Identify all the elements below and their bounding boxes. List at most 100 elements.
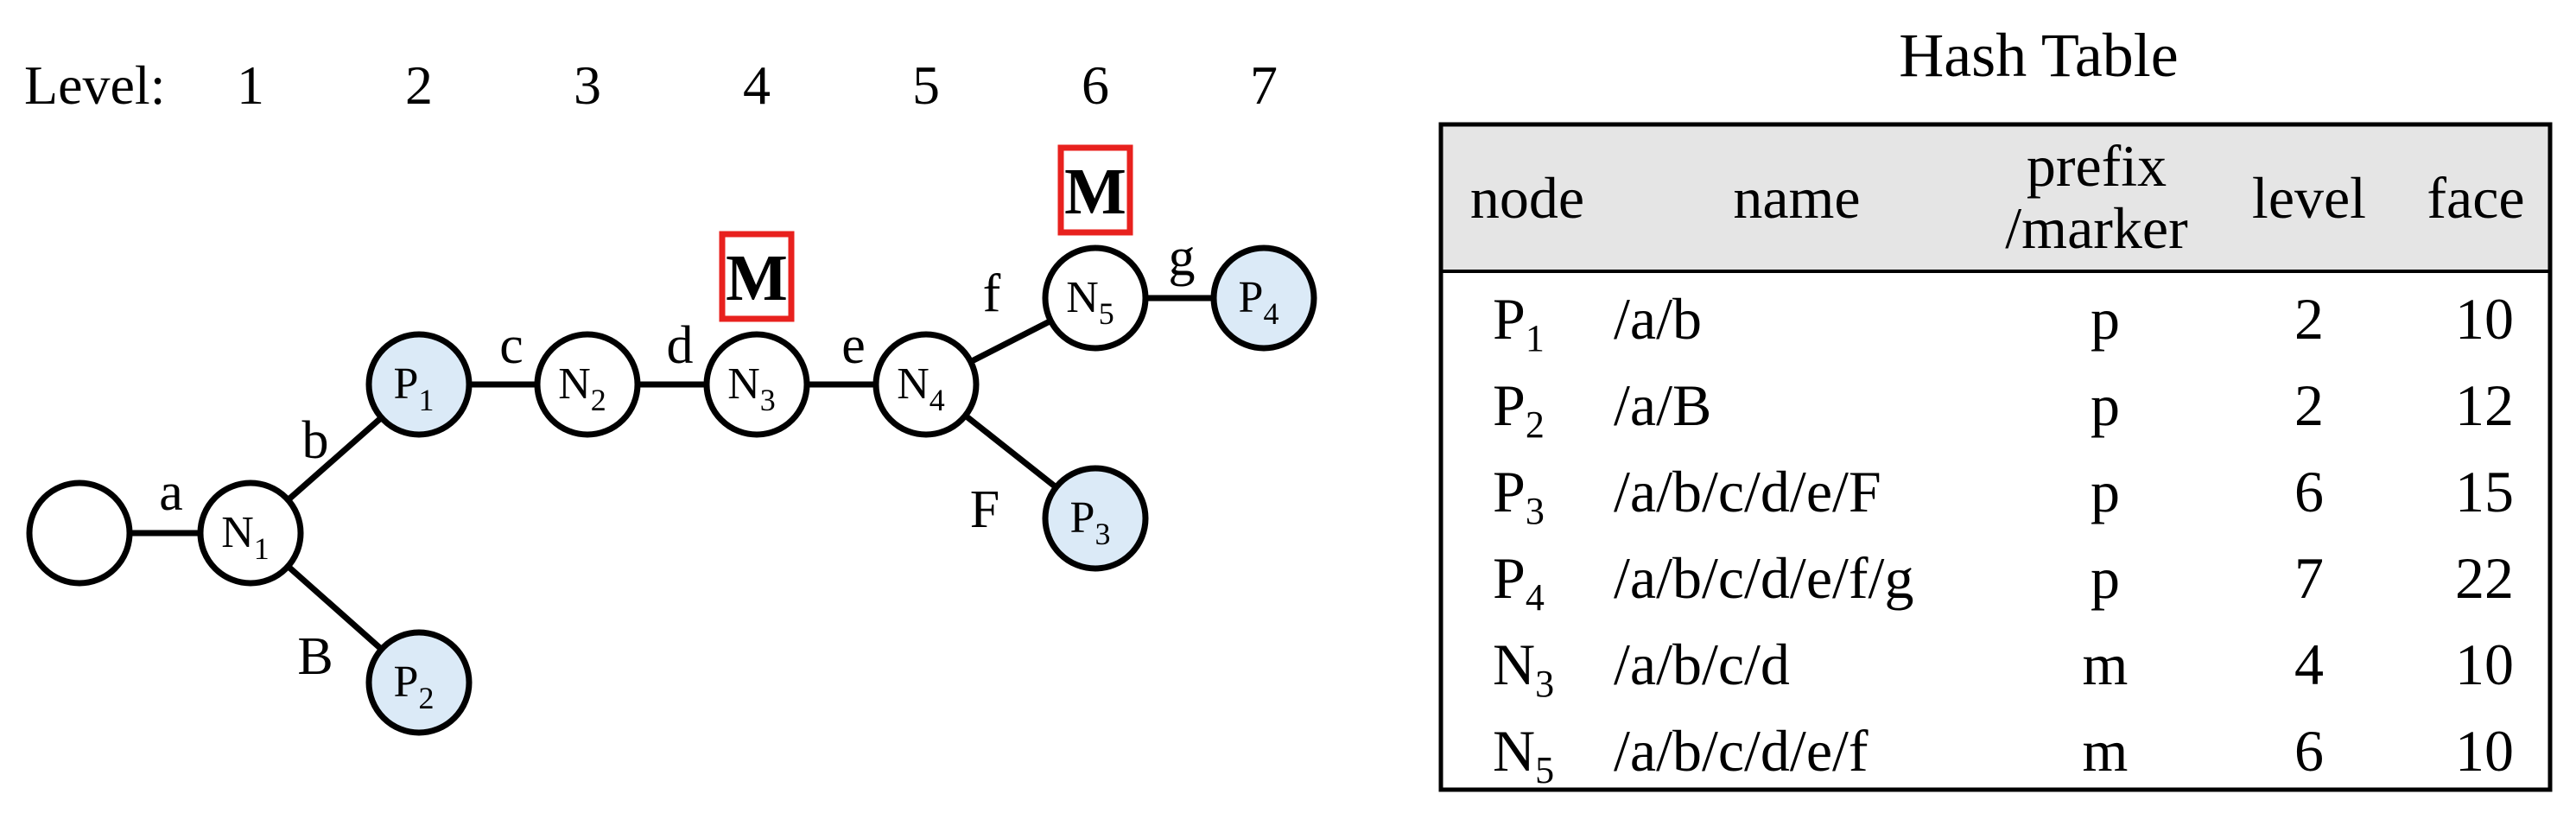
header-face: face — [2427, 165, 2524, 231]
node-circle-N1 — [197, 480, 304, 587]
node-circle-N3 — [703, 331, 810, 438]
row-face: 10 — [2455, 718, 2514, 784]
node-label-N5: N5 — [1066, 273, 1114, 331]
node-circle-P1 — [365, 331, 473, 438]
row-level: 4 — [2294, 632, 2324, 697]
node-circle-P3 — [1042, 465, 1149, 572]
marker-label-N5: M — [1064, 156, 1126, 228]
row-name: /a/b/c/d/e/f — [1614, 718, 1869, 784]
header-node: node — [1470, 165, 1584, 231]
trie-node-N5: N5 — [1042, 245, 1149, 352]
marker-boxes: MM — [719, 144, 1133, 322]
header-level: level — [2252, 165, 2366, 231]
row-level: 2 — [2294, 372, 2324, 438]
trie-node-P4: P4 — [1210, 245, 1317, 352]
row-node: P3 — [1493, 459, 1545, 532]
trie-node-P3: P3 — [1042, 465, 1149, 572]
trie-node-P2: P2 — [365, 629, 473, 736]
marker-box-N3 — [719, 231, 795, 322]
row-node: P1 — [1493, 286, 1545, 359]
level-number-7: 7 — [1250, 54, 1278, 116]
node-label-P2: P2 — [394, 657, 435, 715]
trie-node-N3: N3 — [703, 331, 810, 438]
edge-label-f: f — [983, 264, 1001, 323]
trie-node-N1: N1 — [197, 480, 304, 587]
table-row: P4/a/b/c/d/e/f/g p 7 22 — [1493, 545, 2514, 619]
node-circle-P4 — [1210, 245, 1317, 352]
node-label-N4: N4 — [897, 359, 945, 417]
row-name: /a/b/c/d — [1614, 632, 1790, 697]
trie-node-N2: N2 — [534, 331, 641, 438]
row-face: 15 — [2455, 459, 2514, 524]
edge-label-b: b — [302, 411, 329, 470]
node-label-N3: N3 — [727, 359, 776, 417]
level-number-1: 1 — [237, 54, 264, 116]
row-type: m — [2083, 632, 2129, 697]
level-number-2: 2 — [405, 54, 433, 116]
trie-node-N4: N4 — [872, 331, 980, 438]
row-face: 12 — [2455, 372, 2514, 438]
table-row: N5/a/b/c/d/e/f m 6 10 — [1493, 718, 2514, 791]
row-node: P4 — [1493, 545, 1545, 619]
level-number-5: 5 — [912, 54, 940, 116]
row-face: 10 — [2455, 286, 2514, 352]
node-label-N1: N1 — [221, 508, 270, 566]
node-circle-root — [26, 480, 133, 587]
level-number-6: 6 — [1082, 54, 1109, 116]
node-circle-N5 — [1042, 245, 1149, 352]
row-node: N5 — [1493, 718, 1554, 791]
row-name: /a/b/c/d/e/F — [1614, 459, 1881, 524]
row-type: m — [2083, 718, 2129, 784]
row-name: /a/B — [1614, 372, 1711, 438]
hash-table: Hash Table node name prefix /marker leve… — [1438, 21, 2553, 792]
table-row: P1/a/b p 2 10 — [1493, 286, 2514, 359]
node-circle-P2 — [365, 629, 473, 736]
row-name: /a/b/c/d/e/f/g — [1614, 545, 1913, 611]
table-row: P2/a/B p 2 12 — [1493, 372, 2514, 446]
node-circle-N4 — [872, 331, 980, 438]
level-number-4: 4 — [743, 54, 771, 116]
table-row: N3/a/b/c/d m 4 10 — [1493, 632, 2514, 705]
hash-table-header-row: node name prefix /marker level face — [1470, 133, 2525, 261]
row-level: 2 — [2294, 286, 2324, 352]
node-label-N2: N2 — [558, 359, 606, 417]
node-circle-N2 — [534, 331, 641, 438]
row-node: N3 — [1493, 632, 1554, 705]
row-face: 22 — [2455, 545, 2514, 611]
level-number-3: 3 — [574, 54, 601, 116]
edge-label-a: a — [159, 463, 183, 522]
row-face: 10 — [2455, 632, 2514, 697]
row-type: p — [2091, 459, 2120, 524]
level-label: Level: — [24, 54, 165, 116]
edge-label-c: c — [499, 316, 523, 375]
trie-edges: a bBc d e fFg — [79, 228, 1264, 686]
edge-label-e: e — [841, 316, 866, 375]
trie-node-root — [26, 480, 133, 587]
hash-table-header-background — [1441, 124, 2550, 271]
row-type: p — [2091, 545, 2120, 611]
trie-node-P1: P1 — [365, 331, 473, 438]
marker-box-N5 — [1057, 144, 1133, 236]
row-type: p — [2091, 372, 2120, 438]
edge-label-g: g — [1169, 228, 1196, 287]
row-name: /a/b — [1614, 286, 1702, 352]
header-marker: /marker — [2005, 195, 2188, 261]
row-type: p — [2091, 286, 2120, 352]
header-prefix: prefix — [2027, 133, 2167, 199]
edge-label-F: F — [970, 480, 999, 539]
edge-label-B: B — [297, 627, 333, 686]
level-header: Level: 1 2 3 4 5 6 7 — [24, 54, 1278, 116]
marker-label-N3: M — [726, 242, 788, 314]
hash-table-border — [1438, 122, 2553, 792]
node-label-P1: P1 — [394, 359, 435, 417]
row-node: P2 — [1493, 372, 1545, 446]
node-label-P3: P3 — [1070, 493, 1111, 551]
row-level: 6 — [2294, 718, 2324, 784]
node-label-P4: P4 — [1239, 273, 1279, 331]
edge-label-d: d — [667, 316, 694, 375]
row-level: 7 — [2294, 545, 2324, 611]
